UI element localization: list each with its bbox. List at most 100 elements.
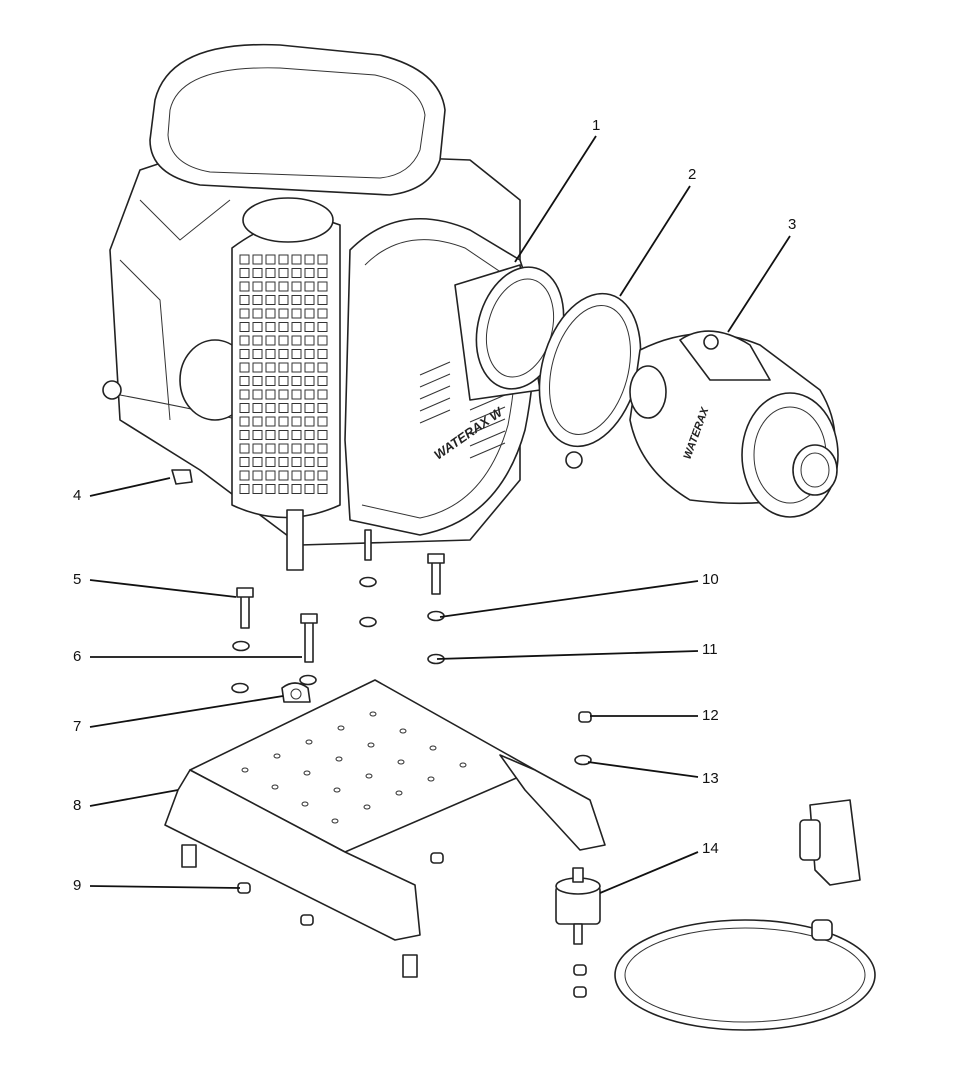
filter-grid-cell — [252, 349, 263, 359]
filter-grid-cell — [265, 403, 276, 413]
filter-grid-cell — [291, 322, 302, 332]
filter-grid-cell — [278, 254, 289, 265]
filter-grid-cell — [291, 295, 302, 305]
callout-7: 7 — [73, 718, 82, 735]
filter-grid-cell — [304, 349, 315, 359]
filter-grid-cell — [304, 484, 315, 494]
callout-13: 13 — [702, 770, 719, 787]
callout-14: 14 — [702, 840, 719, 857]
filter-grid-cell — [265, 389, 276, 400]
mounting-hole — [369, 711, 377, 717]
vent-slot — [469, 406, 506, 423]
washer — [231, 682, 249, 694]
filter-grid-cell — [278, 376, 289, 386]
filter-grid-cell — [278, 295, 289, 305]
filter-grid-cell — [252, 376, 263, 386]
filter-grid-cell — [304, 362, 315, 373]
filter-grid-cell — [317, 322, 328, 332]
vent-slot — [419, 397, 451, 412]
filter-grid-cell — [291, 349, 302, 359]
filter-grid-cell — [304, 470, 315, 481]
callout-11: 11 — [702, 641, 718, 658]
filter-grid-cell — [239, 416, 250, 427]
callout-6: 6 — [73, 648, 82, 665]
filter-grid-cell — [278, 281, 289, 292]
filter-grid-cell — [239, 308, 250, 319]
vent-slot — [419, 373, 451, 388]
filter-grid-cell — [265, 322, 276, 332]
filter-grid-cell — [278, 416, 289, 427]
filter-grid-cell — [291, 376, 302, 386]
filter-grid-cell — [239, 335, 250, 346]
filter-grid-cell — [265, 457, 276, 467]
vent-slot — [469, 430, 506, 447]
filter-grid-cell — [265, 308, 276, 319]
nut — [300, 914, 314, 926]
filter-grid-cell — [291, 484, 302, 494]
filter-grid-cell — [317, 470, 328, 481]
filter-grid-cell — [265, 362, 276, 373]
filter-grid-cell — [291, 430, 302, 440]
callout-1: 1 — [592, 117, 601, 134]
filter-grid-cell — [317, 349, 328, 359]
filter-grid-cell — [304, 389, 315, 400]
filter-grid-cell — [304, 308, 315, 319]
filter-grid-cell — [278, 484, 289, 494]
filter-grid-cell — [252, 430, 263, 440]
filter-grid-cell — [304, 322, 315, 332]
filter-grid-cell — [252, 416, 263, 427]
vent-slot — [419, 409, 451, 424]
filter-grid-cell — [317, 430, 328, 440]
filter-grid-cell — [265, 430, 276, 440]
mounting-hole — [399, 728, 407, 734]
filter-grid-cell — [317, 295, 328, 305]
filter-grid-cell — [239, 457, 250, 467]
callout-4: 4 — [73, 487, 82, 504]
filter-grid-cell — [239, 349, 250, 359]
mounting-hole — [303, 770, 311, 776]
mounting-hole — [397, 759, 405, 765]
filter-grid-cell — [265, 254, 276, 265]
filter-grid-cell — [304, 254, 315, 265]
filter-grid-cell — [317, 308, 328, 319]
filter-grid-cell — [317, 268, 328, 278]
filter-grid-cell — [304, 335, 315, 346]
mounting-hole — [335, 756, 343, 762]
filter-grid-cell — [252, 322, 263, 332]
callout-8: 8 — [73, 797, 82, 814]
filter-grid-cell — [265, 416, 276, 427]
washer — [232, 640, 250, 652]
filter-grid-cell — [317, 335, 328, 346]
filter-grid-cell — [304, 376, 315, 386]
filter-grid-cell — [252, 443, 263, 454]
filter-grid-cell — [239, 430, 250, 440]
filter-grid-cell — [304, 430, 315, 440]
filter-grid-cell — [252, 470, 263, 481]
filter-grid-cell — [317, 362, 328, 373]
filter-grid-cell — [265, 349, 276, 359]
filter-grid-cell — [304, 457, 315, 467]
filter-grid-cell — [239, 268, 250, 278]
leader-lines — [89, 135, 791, 894]
vent-slot — [419, 361, 451, 376]
mounting-hole — [271, 784, 279, 790]
mounting-hole — [459, 762, 467, 768]
filter-grid-cell — [265, 484, 276, 494]
filter-grid-cell — [278, 308, 289, 319]
filter-grid-cell — [317, 376, 328, 386]
filter-grid-cell — [317, 443, 328, 454]
filter-grid-cell — [252, 268, 263, 278]
nut — [573, 986, 587, 998]
part-3-pump: WATERAX — [629, 330, 839, 518]
mounting-hole — [395, 790, 403, 796]
filter-grid-cell — [317, 416, 328, 427]
filter-grid-cell — [291, 335, 302, 346]
filter-grid-cell — [304, 295, 315, 305]
mounting-hole — [365, 773, 373, 779]
filter-grid-cell — [278, 362, 289, 373]
callout-2: 2 — [688, 166, 697, 183]
hose-and-valve — [614, 799, 876, 1031]
filter-grid-cell — [291, 403, 302, 413]
filter-grid-cell — [291, 308, 302, 319]
